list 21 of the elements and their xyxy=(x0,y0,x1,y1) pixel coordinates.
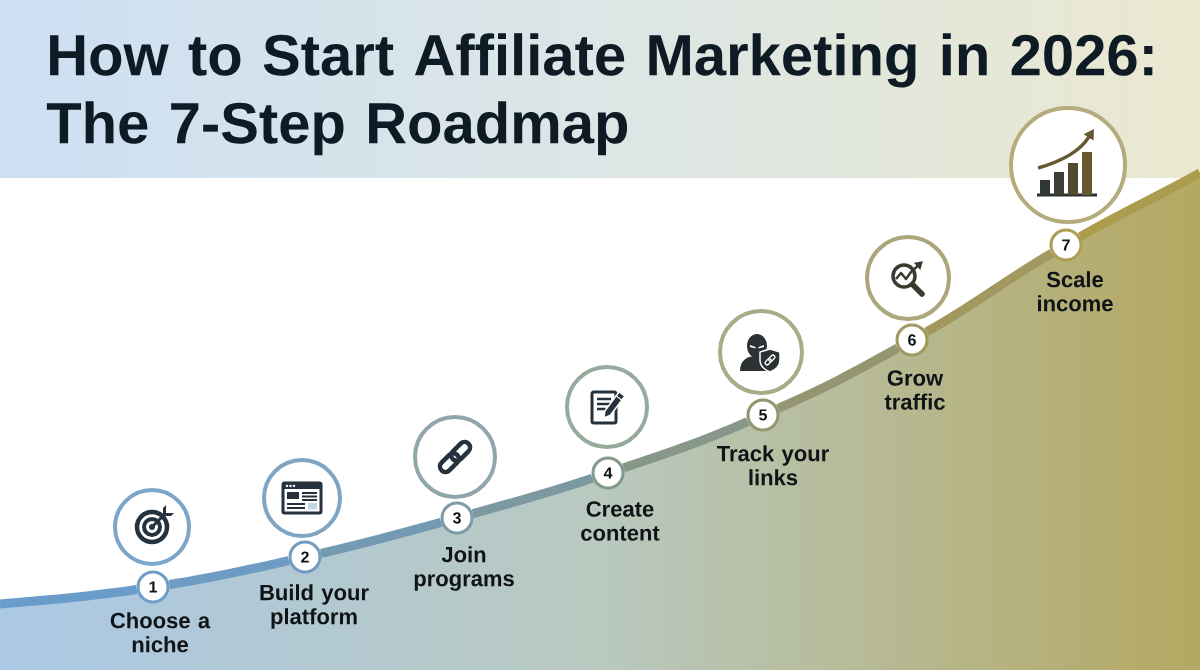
step-label: Build your platform xyxy=(260,584,369,629)
step-label: Join programs xyxy=(414,546,514,591)
title: How to Start Affiliate Marketing in 2026: The 7-Step Roadmap xyxy=(46,33,1153,156)
step-label: Grow traffic xyxy=(884,370,945,410)
road-line xyxy=(1078,169,1200,241)
road-line xyxy=(776,344,900,413)
step-label: Scale income xyxy=(1038,271,1113,312)
road-line xyxy=(168,556,290,589)
step-label: Create content xyxy=(581,501,660,541)
road-line xyxy=(320,518,443,558)
icon-circle xyxy=(262,458,342,538)
icon-circle xyxy=(565,365,649,449)
icon-circle xyxy=(113,488,191,566)
icon-circle xyxy=(865,235,951,321)
step-label: Choose a niche xyxy=(110,612,211,653)
road-line xyxy=(0,585,138,609)
road-line xyxy=(924,249,1054,336)
road-line xyxy=(622,417,750,473)
step-label: Track your links xyxy=(717,445,829,486)
icon-circle xyxy=(413,415,497,499)
road-line xyxy=(471,473,594,518)
